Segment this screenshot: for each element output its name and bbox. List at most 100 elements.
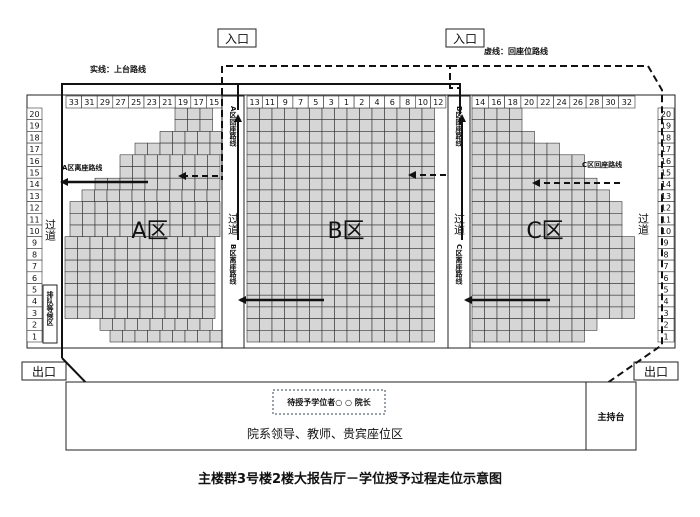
seat[interactable] xyxy=(194,224,208,237)
seat[interactable] xyxy=(559,248,573,261)
seat[interactable] xyxy=(571,318,585,331)
seat[interactable] xyxy=(346,294,360,308)
seat[interactable] xyxy=(384,131,398,144)
seat[interactable] xyxy=(421,131,435,144)
seat[interactable] xyxy=(202,294,216,308)
seat[interactable] xyxy=(309,213,323,226)
seat[interactable] xyxy=(321,329,335,343)
seat[interactable] xyxy=(471,189,485,202)
seat[interactable] xyxy=(309,318,323,331)
seat[interactable] xyxy=(334,119,348,132)
seat[interactable] xyxy=(596,236,610,249)
seat[interactable] xyxy=(64,306,78,319)
seat[interactable] xyxy=(359,271,373,284)
seat[interactable] xyxy=(69,213,83,226)
seat[interactable] xyxy=(259,213,273,226)
seat[interactable] xyxy=(127,306,141,319)
seat[interactable] xyxy=(609,283,623,296)
seat[interactable] xyxy=(471,329,485,343)
seat[interactable] xyxy=(102,306,116,319)
seat[interactable] xyxy=(259,177,273,191)
seat[interactable] xyxy=(194,177,208,191)
seat[interactable] xyxy=(334,154,348,167)
seat[interactable] xyxy=(509,201,523,214)
seat[interactable] xyxy=(182,201,196,214)
seat[interactable] xyxy=(534,154,548,167)
seat[interactable] xyxy=(284,271,298,284)
seat[interactable] xyxy=(102,271,116,284)
seat[interactable] xyxy=(384,271,398,284)
seat[interactable] xyxy=(144,201,158,214)
seat[interactable] xyxy=(64,248,78,261)
seat[interactable] xyxy=(396,201,410,214)
seat[interactable] xyxy=(384,236,398,249)
seat[interactable] xyxy=(82,201,96,214)
seat[interactable] xyxy=(246,189,260,202)
seat[interactable] xyxy=(284,318,298,331)
seat[interactable] xyxy=(122,329,136,343)
seat[interactable] xyxy=(139,271,153,284)
seat[interactable] xyxy=(371,236,385,249)
seat[interactable] xyxy=(396,248,410,261)
seat[interactable] xyxy=(584,248,598,261)
seat[interactable] xyxy=(584,201,598,214)
seat[interactable] xyxy=(334,318,348,331)
seat[interactable] xyxy=(571,213,585,226)
seat[interactable] xyxy=(471,142,485,156)
seat[interactable] xyxy=(144,166,158,179)
seat[interactable] xyxy=(296,306,310,319)
seat[interactable] xyxy=(384,177,398,191)
seat[interactable] xyxy=(496,177,510,191)
seat[interactable] xyxy=(396,213,410,226)
seat[interactable] xyxy=(147,142,161,156)
seat[interactable] xyxy=(496,119,510,132)
seat[interactable] xyxy=(321,306,335,319)
seat[interactable] xyxy=(334,248,348,261)
seat[interactable] xyxy=(559,177,573,191)
seat[interactable] xyxy=(197,329,211,343)
seat[interactable] xyxy=(471,318,485,331)
seat[interactable] xyxy=(174,119,188,132)
seat[interactable] xyxy=(246,201,260,214)
seat[interactable] xyxy=(152,248,166,261)
seat[interactable] xyxy=(421,166,435,179)
seat[interactable] xyxy=(152,259,166,273)
seat[interactable] xyxy=(127,259,141,273)
seat[interactable] xyxy=(371,224,385,237)
seat[interactable] xyxy=(521,201,535,214)
seat[interactable] xyxy=(284,329,298,343)
seat[interactable] xyxy=(189,248,203,261)
seat[interactable] xyxy=(271,213,285,226)
seat[interactable] xyxy=(484,329,498,343)
seat[interactable] xyxy=(246,107,260,120)
seat[interactable] xyxy=(384,306,398,319)
seat[interactable] xyxy=(546,142,560,156)
seat[interactable] xyxy=(284,177,298,191)
seat[interactable] xyxy=(546,318,560,331)
seat[interactable] xyxy=(182,177,196,191)
seat[interactable] xyxy=(296,248,310,261)
seat[interactable] xyxy=(296,259,310,273)
seat[interactable] xyxy=(496,248,510,261)
seat[interactable] xyxy=(384,283,398,296)
seat[interactable] xyxy=(284,283,298,296)
seat[interactable] xyxy=(296,177,310,191)
seat[interactable] xyxy=(571,283,585,296)
seat[interactable] xyxy=(409,329,423,343)
seat[interactable] xyxy=(496,259,510,273)
seat[interactable] xyxy=(609,201,623,214)
seat[interactable] xyxy=(271,248,285,261)
seat[interactable] xyxy=(396,283,410,296)
seat[interactable] xyxy=(409,294,423,308)
seat[interactable] xyxy=(177,294,191,308)
seat[interactable] xyxy=(271,329,285,343)
seat[interactable] xyxy=(534,283,548,296)
seat[interactable] xyxy=(496,213,510,226)
seat[interactable] xyxy=(471,283,485,296)
seat[interactable] xyxy=(584,236,598,249)
seat[interactable] xyxy=(271,177,285,191)
seat[interactable] xyxy=(259,271,273,284)
seat[interactable] xyxy=(609,294,623,308)
seat[interactable] xyxy=(346,189,360,202)
seat[interactable] xyxy=(296,236,310,249)
